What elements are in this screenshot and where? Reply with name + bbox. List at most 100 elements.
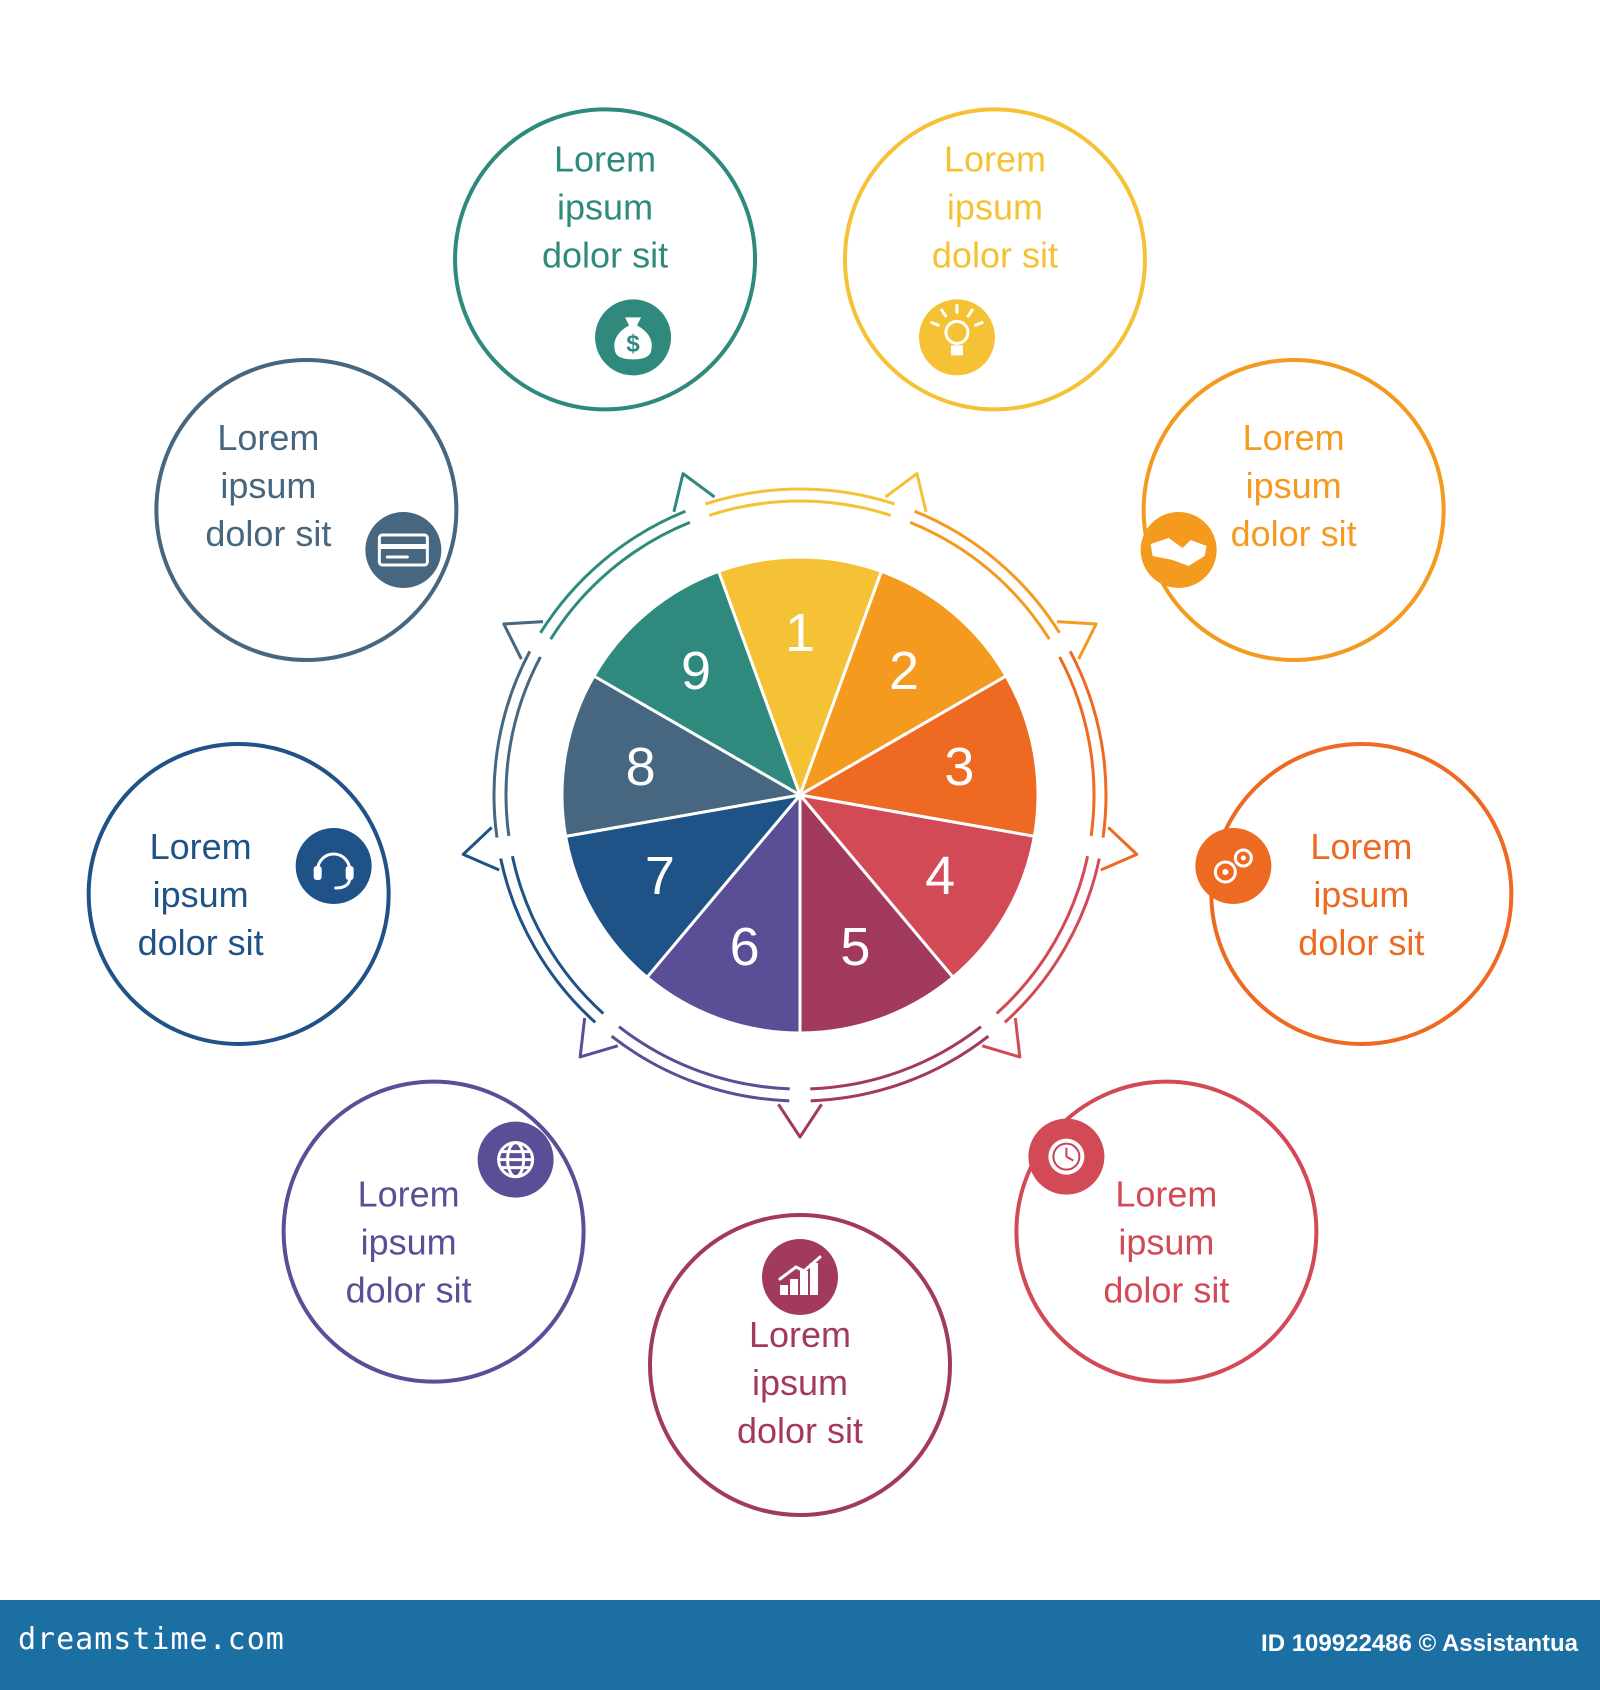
pie-segment-number: 1 — [785, 603, 815, 663]
node-text-line: ipsum — [557, 186, 653, 227]
node-text-line: Lorem — [554, 138, 656, 179]
ring-arc — [1058, 656, 1096, 837]
node-text-line: dolor sit — [1231, 513, 1357, 554]
node-circle — [86, 741, 391, 1046]
node-text-line: dolor sit — [1103, 1270, 1229, 1311]
node-text-line: Lorem — [150, 826, 252, 867]
pie-segment-7 — [563, 792, 804, 980]
ring-arc — [499, 858, 597, 1024]
footer-image-id: ID 109922486 © Assistantua — [1261, 1630, 1578, 1657]
pie-segment-number: 4 — [925, 846, 955, 906]
money-bag-icon: $ — [595, 299, 672, 376]
node-text-line: Lorem — [944, 138, 1046, 179]
pie-segment-number: 5 — [840, 917, 870, 977]
ring-arrow-head — [884, 472, 928, 513]
ring-arc — [492, 650, 532, 838]
ring-arrow-head — [981, 1017, 1022, 1059]
node-text-line: Lorem — [1310, 826, 1412, 867]
node-text-line: ipsum — [947, 186, 1043, 227]
ring-arc — [1003, 858, 1101, 1024]
footer-bar: dreamstime.com ID 109922486 © Assistantu… — [0, 1600, 1600, 1690]
node-circle — [154, 358, 459, 662]
node-text-line: Lorem — [358, 1174, 460, 1215]
footer-site-name: dreamstime.com — [18, 1622, 285, 1657]
pie-segment-9 — [591, 569, 803, 799]
gears-icon — [1195, 827, 1272, 904]
node-3: Lorem ipsum dolor sit — [1195, 741, 1514, 1046]
node-text-line: Lorem — [749, 1314, 851, 1355]
pie-segment-3 — [795, 673, 1040, 839]
clock-icon — [1028, 1118, 1105, 1195]
node-text-line: ipsum — [361, 1222, 457, 1263]
ring-arc — [708, 499, 892, 517]
ring-arc — [995, 855, 1090, 1015]
ring-arc — [539, 509, 686, 634]
node-circle — [1141, 358, 1446, 662]
node-text-line: Lorem — [217, 417, 319, 458]
arrow-ring — [461, 472, 1139, 1139]
ring-arc — [504, 656, 542, 837]
pie-segment-number: 7 — [645, 846, 675, 906]
credit-card-icon — [365, 512, 442, 588]
center-pie: 1 23 45 67 89 — [560, 555, 1040, 1035]
node-text-line: ipsum — [220, 465, 316, 506]
pie-segment-1 — [716, 555, 884, 800]
ring-arrow-head — [461, 826, 500, 872]
ring-arc — [618, 1025, 790, 1091]
ring-arc — [909, 521, 1051, 640]
ring-arc — [810, 1034, 990, 1103]
node-text-line: ipsum — [1118, 1222, 1214, 1263]
node-8: Lorem ipsum dolor sit — [154, 358, 459, 662]
lightbulb-icon — [918, 299, 995, 376]
node-5: Lorem ipsum dolor sit — [648, 1213, 952, 1517]
node-circle — [648, 1213, 952, 1517]
ring-arc — [610, 1034, 790, 1103]
node-text-line: dolor sit — [346, 1270, 472, 1311]
node-text-line: dolor sit — [205, 513, 331, 554]
pie-segment-number: 6 — [730, 917, 760, 977]
svg-text:$: $ — [626, 330, 640, 357]
ring-arrow-head — [1100, 826, 1139, 872]
node-text-line: ipsum — [153, 874, 249, 915]
pie-segment-2 — [797, 569, 1009, 799]
pie-segment-4 — [796, 792, 1037, 980]
handshake-icon — [1140, 512, 1217, 588]
headset-icon — [295, 827, 372, 904]
pie-segment-number: 9 — [681, 641, 711, 701]
ring-arc — [549, 521, 691, 640]
node-text-line: dolor sit — [138, 922, 264, 963]
pie-segment-number: 8 — [626, 737, 656, 797]
node-2: Lorem ipsum dolor sit — [1140, 358, 1446, 662]
ring-arc — [914, 509, 1061, 634]
ring-arc — [810, 1025, 982, 1091]
node-7: Lorem ipsum dolor sit — [86, 741, 391, 1046]
ring-arrow-head — [502, 620, 544, 660]
pie-segment-6 — [644, 790, 802, 1035]
node-9: Lorem ipsum dolor sit $ — [453, 107, 758, 412]
node-text-line: ipsum — [1313, 874, 1409, 915]
pie-segment-5 — [798, 790, 956, 1035]
pie-segment-8 — [560, 673, 805, 839]
node-6: Lorem ipsum dolor sit — [281, 1079, 586, 1384]
node-text-line: ipsum — [752, 1362, 848, 1403]
ring-arc — [1068, 650, 1108, 838]
node-text-line: Lorem — [1243, 417, 1345, 458]
pie-segment-number: 3 — [944, 737, 974, 797]
ring-arrow-head — [672, 472, 716, 513]
ring-arc — [510, 855, 605, 1015]
chart-growth-icon — [762, 1239, 838, 1315]
pie-segment-number: 2 — [889, 641, 919, 701]
node-text-line: dolor sit — [932, 234, 1058, 275]
node-text-line: ipsum — [1246, 465, 1342, 506]
node-1: Lorem ipsum dolor sit — [842, 107, 1147, 412]
node-circle — [453, 107, 758, 412]
ring-arc — [704, 487, 896, 506]
ring-arrow-head — [578, 1017, 619, 1059]
globe-icon — [477, 1121, 554, 1198]
node-text-line: dolor sit — [542, 234, 668, 275]
node-text-line: dolor sit — [737, 1410, 863, 1451]
node-text-line: dolor sit — [1298, 922, 1424, 963]
